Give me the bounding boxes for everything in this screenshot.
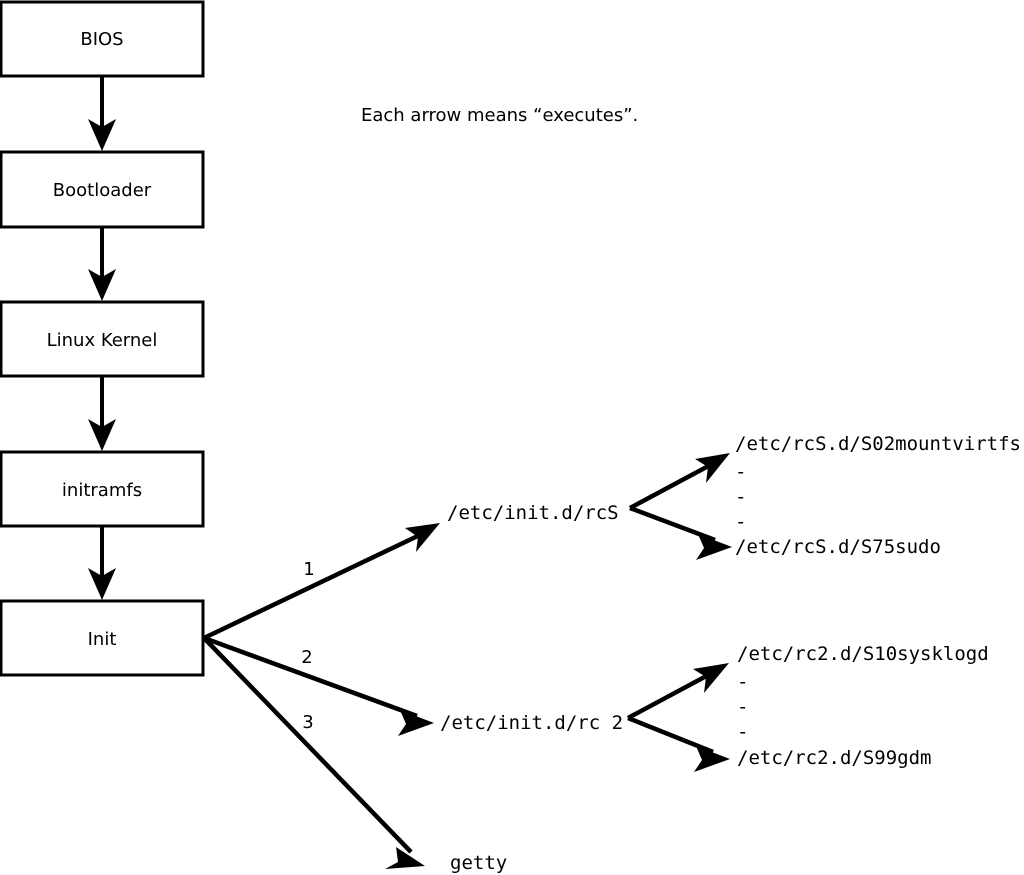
node-etc-init-d-rcs[interactable]: /etc/init.d/rcS <box>447 502 619 524</box>
init-edge-2: 2 <box>203 635 434 736</box>
node-bootloader[interactable]: Bootloader <box>0 150 205 229</box>
init-edge-1-number: 1 <box>303 559 314 580</box>
init-edge-1: 1 <box>203 523 440 641</box>
rcs-ellipsis-dot-1: - <box>735 461 746 483</box>
rcs-ellipsis-dot-2: - <box>735 486 746 508</box>
node-init[interactable]: Init <box>0 599 205 677</box>
rc2-branch-edge-top <box>626 663 729 720</box>
rc2-ellipsis-dot-3: - <box>737 721 748 743</box>
rc2-ellipsis-dot-2: - <box>737 696 748 718</box>
init-edge-3: 3 <box>202 636 425 869</box>
node-initramfs-label: initramfs <box>62 480 142 501</box>
rc2-branch-edge-bottom <box>627 715 730 772</box>
node-etc-init-d-rc2[interactable]: /etc/init.d/rc 2 <box>440 712 623 734</box>
node-initramfs[interactable]: initramfs <box>0 450 205 528</box>
rcs-branch-edge-bottom <box>629 505 732 560</box>
node-rcs-d-last[interactable]: /etc/rcS.d/S75sudo <box>735 536 941 558</box>
rcs-branch-edge-top <box>628 453 730 510</box>
init-edge-3-number: 3 <box>302 712 313 733</box>
rcs-ellipsis-dot-3: - <box>735 511 746 533</box>
chain-arrow-bios-to-bootloader <box>88 76 116 151</box>
node-bios-label: BIOS <box>80 29 123 50</box>
node-rc2-d-first[interactable]: /etc/rc2.d/S10sysklogd <box>737 643 989 665</box>
node-linux-kernel[interactable]: Linux Kernel <box>0 300 205 378</box>
chain-arrow-bootloader-to-kernel <box>88 227 116 301</box>
diagram-caption: Each arrow means “executes”. <box>361 105 638 126</box>
node-bios[interactable]: BIOS <box>0 0 205 78</box>
node-rc2-d-last[interactable]: /etc/rc2.d/S99gdm <box>737 747 931 769</box>
node-bootloader-label: Bootloader <box>53 180 152 201</box>
node-rcs-d-first[interactable]: /etc/rcS.d/S02mountvirtfs <box>735 433 1021 455</box>
chain-arrow-initramfs-to-init <box>88 526 116 600</box>
node-getty[interactable]: getty <box>450 852 507 874</box>
rc2-ellipsis-dot-1: - <box>737 671 748 693</box>
node-init-label: Init <box>88 629 117 650</box>
init-edge-2-number: 2 <box>301 647 312 668</box>
node-linux-kernel-label: Linux Kernel <box>47 330 158 351</box>
chain-arrow-kernel-to-initramfs <box>88 376 116 451</box>
